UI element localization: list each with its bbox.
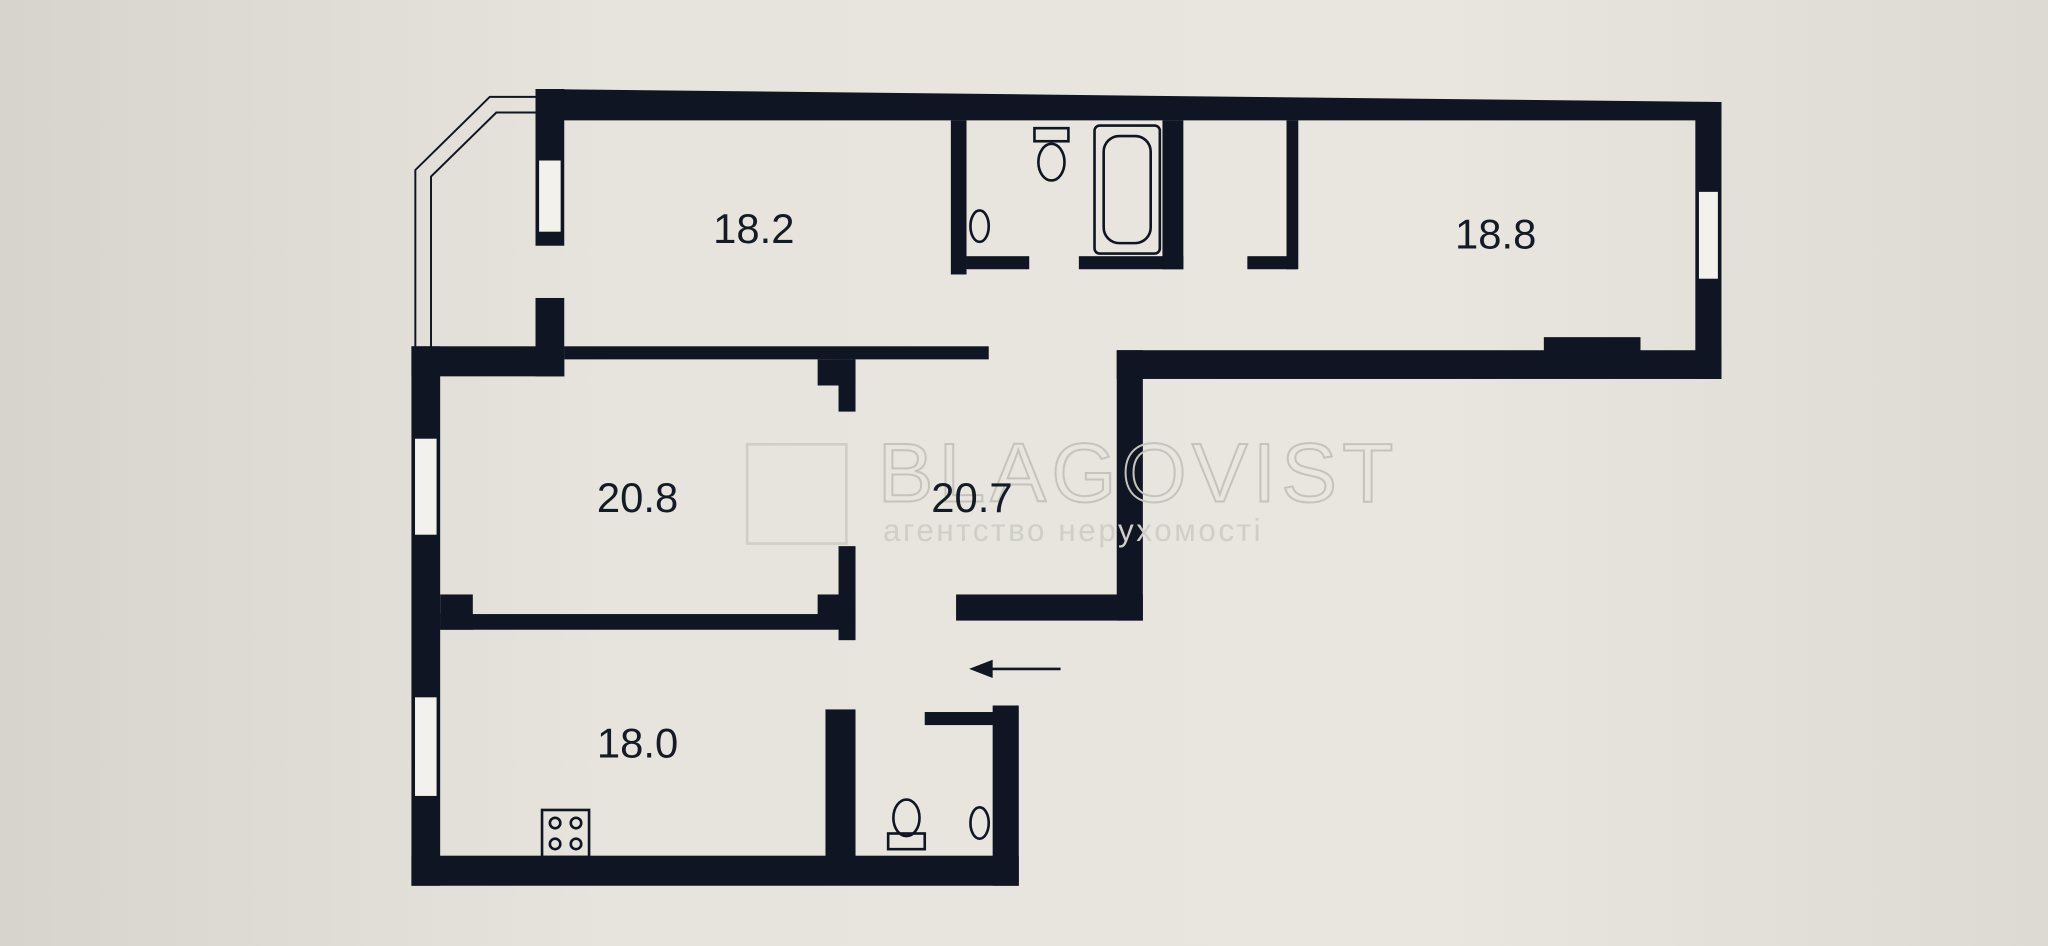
room-area-label: 18.0 (597, 720, 678, 767)
bathtub-icon (1093, 124, 1162, 255)
sink-icon-2 (969, 806, 991, 841)
windows (413, 158, 1720, 798)
walls (411, 89, 1722, 886)
toilet-icon-2 (886, 798, 927, 851)
watermark-tagline: агентство нерухомості (883, 513, 1263, 548)
entrance-arrow-icon (969, 659, 1061, 679)
stove-icon (540, 808, 591, 859)
balcony-outline (414, 95, 536, 351)
room-area-label: 18.2 (713, 205, 794, 252)
sink-icon (969, 209, 991, 244)
watermark-brand: BLAGOVIST (878, 426, 1399, 520)
toilet-icon (1033, 126, 1070, 182)
room-area-label: 20.7 (931, 474, 1012, 521)
room-area-label: 20.8 (597, 474, 678, 521)
room-area-label: 18.8 (1455, 210, 1536, 257)
watermark: BLAGOVIST агентство нерухомості (745, 425, 1399, 548)
